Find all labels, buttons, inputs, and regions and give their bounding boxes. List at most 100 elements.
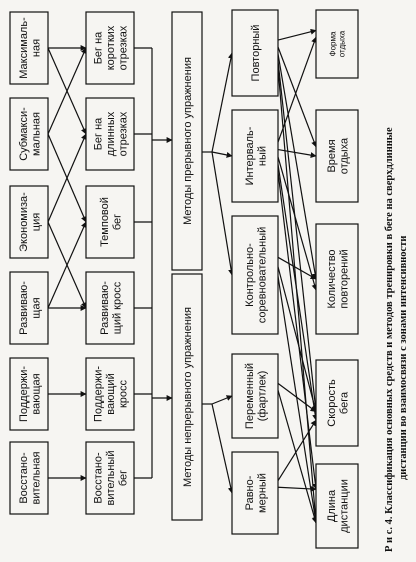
zone-to-means-arrow [47,47,87,135]
means-box-4-frame [85,271,135,345]
param-box-rest-time: Времяотдыха [315,109,359,203]
zone-box-4: Развиваю-щая [9,271,49,345]
method-to-parameter-arrow [277,53,319,280]
means-box-3: Темповойбег [85,185,135,259]
zone-box-6-label: Восстано-вительная [18,451,43,504]
method-to-parameter-arrow [277,389,318,524]
zone-box-5: Поддержи-вающая [9,357,49,431]
method-to-parameter-arrow [277,28,317,41]
zone-box-1: Максималь-ная [9,11,49,85]
method-box-fartlek-label: Переменный(фартлек) [244,363,269,429]
param-box-distance-label: Длинадистанции [326,479,351,533]
method-to-parameter-arrow [277,46,317,148]
method-box-repeat-frame [231,9,279,97]
method-to-parameter-arrow [277,276,319,524]
zone-box-5-label: Поддержи-вающая [18,366,43,422]
method-to-parameter-arrow [277,419,317,482]
method-to-parameter-arrow [277,382,317,413]
diagram-boxes: Максималь-наяСубмакси-мальнаяЭкономиза-ц… [9,9,359,549]
zone-box-3: Экономиза-ция [9,185,49,259]
method-box-repeat-label: Повторный [250,25,262,82]
param-box-distance: Длинадистанции [315,463,359,549]
group-box-interval-frame [171,11,203,271]
param-box-speed-label: Скоростьбега [326,379,351,427]
param-box-distance-frame [315,463,359,549]
zone-box-3-label: Экономиза-ция [18,192,43,252]
param-box-rest-time-frame [315,109,359,203]
means-box-2: Бег надлинныхотрезках [85,97,135,171]
zone-box-2-frame [9,97,49,171]
method-box-fartlek: Переменный(фартлек) [231,353,279,439]
group-box-continuous: Методы непрерывного упражнения [171,273,203,521]
zone-box-6-frame [9,441,49,515]
method-to-parameter-arrow [277,156,318,291]
group-box-continuous-frame [171,273,203,521]
method-to-parameter-arrow [277,256,317,280]
group-box-interval: Методы прерывного упражнения [171,11,203,271]
zone-to-means-arrow [47,133,87,223]
means-box-6: Восстано-вительныйбег [85,441,135,515]
means-box-1: Бег накороткихотрезках [85,11,135,85]
zone-box-2: Субмакси-мальная [9,97,49,171]
method-to-parameter-arrow [277,266,318,413]
means-box-4-label: Развиваю-щий кросс [99,281,124,335]
means-box-5: Поддержи-вающийкросс [85,357,135,431]
zone-box-6: Восстано-вительная [9,441,49,515]
param-box-repetitions: Количествоповторений [315,223,359,335]
means-box-4: Развиваю-щий кросс [85,271,135,345]
method-box-uniform: Равно-мерный [231,451,279,535]
group-box-continuous-label: Методы непрерывного упражнения [182,307,194,487]
means-box-1-label: Бег накороткихотрезках [93,25,130,70]
method-box-control-frame [231,215,279,335]
zone-box-4-frame [9,271,49,345]
method-box-interval-label: Интерваль-ный [244,126,269,185]
means-box-5-label: Поддержи-вающийкросс [93,366,130,422]
zone-box-5-frame [9,357,49,431]
method-to-parameter-arrow [277,164,319,421]
method-box-uniform-label: Равно-мерный [244,473,269,513]
means-box-3-frame [85,185,135,259]
group-to-method-arrow [211,151,233,158]
param-box-repetitions-frame [315,223,359,335]
method-box-control: Контрольно-соревновательный [231,215,279,335]
means-box-5-frame [85,357,135,431]
group-to-method-arrow [211,52,234,153]
means-box-2-frame [85,97,135,171]
group-to-method-arrow [211,395,233,405]
method-box-repeat: Повторный [231,9,279,97]
method-box-interval-frame [231,109,279,203]
means-box-3-label: Темповойбег [99,197,124,247]
connector-lines [47,28,319,524]
method-to-parameter-arrow [277,171,319,490]
method-box-fartlek-frame [231,353,279,439]
param-box-repetitions-label: Количествоповторений [326,249,351,308]
method-box-interval: Интерваль-ный [231,109,279,203]
method-to-parameter-arrow [277,36,317,143]
param-box-rest-form-frame [315,9,359,79]
method-to-parameter-arrow [277,148,317,159]
zone-box-3-frame [9,185,49,259]
method-box-uniform-frame [231,451,279,535]
method-to-parameter-arrow [277,485,317,492]
means-box-2-label: Бег надлинныхотрезках [93,111,130,156]
param-box-rest-form: Формаотдыха [315,9,359,79]
means-box-1-frame [85,11,135,85]
figure-caption: Р и с. 4. Классификация основных средств… [384,127,409,552]
method-box-control-label: Контрольно-соревновательный [244,227,269,324]
group-box-interval-label: Методы прерывного упражнения [182,57,194,225]
zone-box-2-label: Субмакси-мальная [18,107,43,161]
zone-to-means-arrow [47,221,87,309]
means-box-6-frame [85,441,135,515]
zone-box-4-label: Развиваю-щая [18,281,43,335]
zone-box-1-label: Максималь-ная [18,17,43,79]
means-box-6-label: Восстано-вительныйбег [93,451,130,506]
param-box-speed-frame [315,359,359,447]
zone-box-1-frame [9,11,49,85]
caption-line-2: дистанции во взаимосвязи с зонами интенс… [398,236,409,480]
param-box-rest-form-label: Формаотдыха [329,30,347,57]
param-box-rest-time-label: Времяотдыха [326,137,351,174]
group-to-method-arrow [211,151,235,276]
caption-line-1: Р и с. 4. Классификация основных средств… [384,127,395,552]
method-to-parameter-arrow [277,60,319,413]
